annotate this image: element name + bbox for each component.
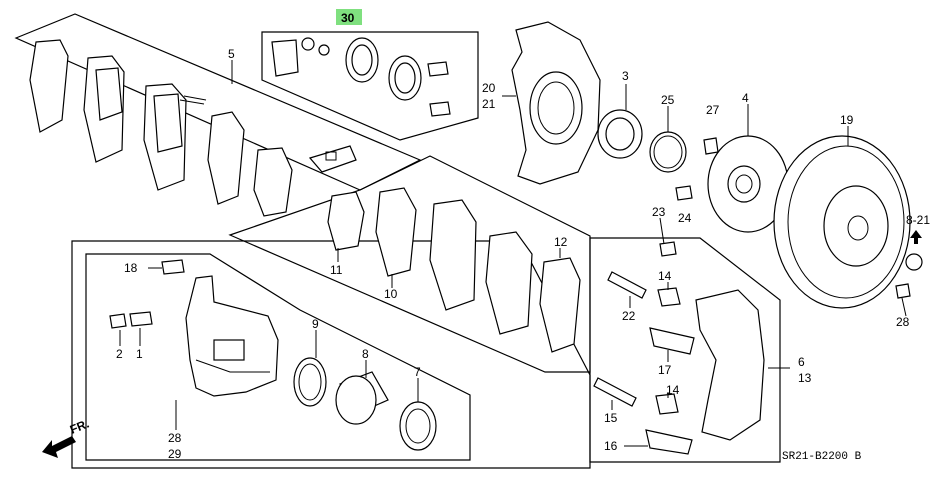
bracket-group-frame [589,237,781,463]
callout-8[interactable]: 8 [362,347,369,361]
seal-kit-frame [261,31,479,141]
pad-kit-frame-left [14,13,422,191]
hub-bolts [659,137,719,257]
caliper-bolts [109,259,185,329]
callout-24[interactable]: 24 [678,211,692,225]
callout-16[interactable]: 16 [604,439,618,453]
callout-8-21[interactable]: 8-21 [906,213,930,227]
caliper-body [185,275,279,397]
callout-4[interactable]: 4 [742,91,749,105]
leader-lines [119,60,907,447]
diagram-code: SR21-B2200 B [782,451,862,463]
brake-disc [773,135,911,309]
front-direction-marker: FR. [42,417,91,458]
callout-28-disc[interactable]: 28 [896,315,910,329]
shim-clip [308,145,357,173]
snap-ring [649,131,687,173]
piston-seal [293,357,327,407]
brake-pad-set-left [29,39,293,217]
callout-28-caliper[interactable]: 28 [168,431,182,445]
callout-23[interactable]: 23 [652,205,666,219]
guide-pins [593,271,681,415]
callout-5[interactable]: 5 [228,47,235,61]
callout-17[interactable]: 17 [658,363,672,377]
callout-21[interactable]: 21 [482,97,496,111]
callout-9[interactable]: 9 [312,317,319,331]
caliper-inner-frame [85,253,471,461]
callout-18[interactable]: 18 [124,261,138,275]
piston [335,371,389,425]
splash-shield [511,21,601,185]
callout-7[interactable]: 7 [414,365,421,379]
piston-boot [399,401,437,451]
callout-22[interactable]: 22 [622,309,636,323]
callout-25[interactable]: 25 [661,93,675,107]
callout-3[interactable]: 3 [622,69,629,83]
callout-14-lower[interactable]: 14 [666,383,680,397]
callout-27[interactable]: 27 [706,103,720,117]
callout-1[interactable]: 1 [136,347,143,361]
callout-11[interactable]: 11 [330,263,343,277]
disc-screw [895,283,911,299]
brake-pad-set-right [327,187,581,353]
callout-29[interactable]: 29 [168,447,182,461]
front-marker-text: FR. [68,417,91,437]
callout-2[interactable]: 2 [116,347,123,361]
callout-10[interactable]: 10 [384,287,398,301]
lug-nut [905,253,923,271]
callout-20[interactable]: 20 [482,81,496,95]
callout-30-highlight [336,9,362,25]
callout-6[interactable]: 6 [798,355,805,369]
front-arrow-icon [42,436,76,458]
up-arrow-icon [910,230,922,244]
callout-19[interactable]: 19 [840,113,854,127]
callout-12[interactable]: 12 [554,235,568,249]
hub-bearing [597,109,643,159]
callout-13[interactable]: 13 [798,371,812,385]
seal-kit-parts [271,37,451,117]
callout-15[interactable]: 15 [604,411,618,425]
callout-14-upper[interactable]: 14 [658,269,672,283]
pad-retainer-clips [645,327,695,455]
callout-30[interactable]: 30 [341,11,355,25]
caliper-bracket [695,289,765,441]
